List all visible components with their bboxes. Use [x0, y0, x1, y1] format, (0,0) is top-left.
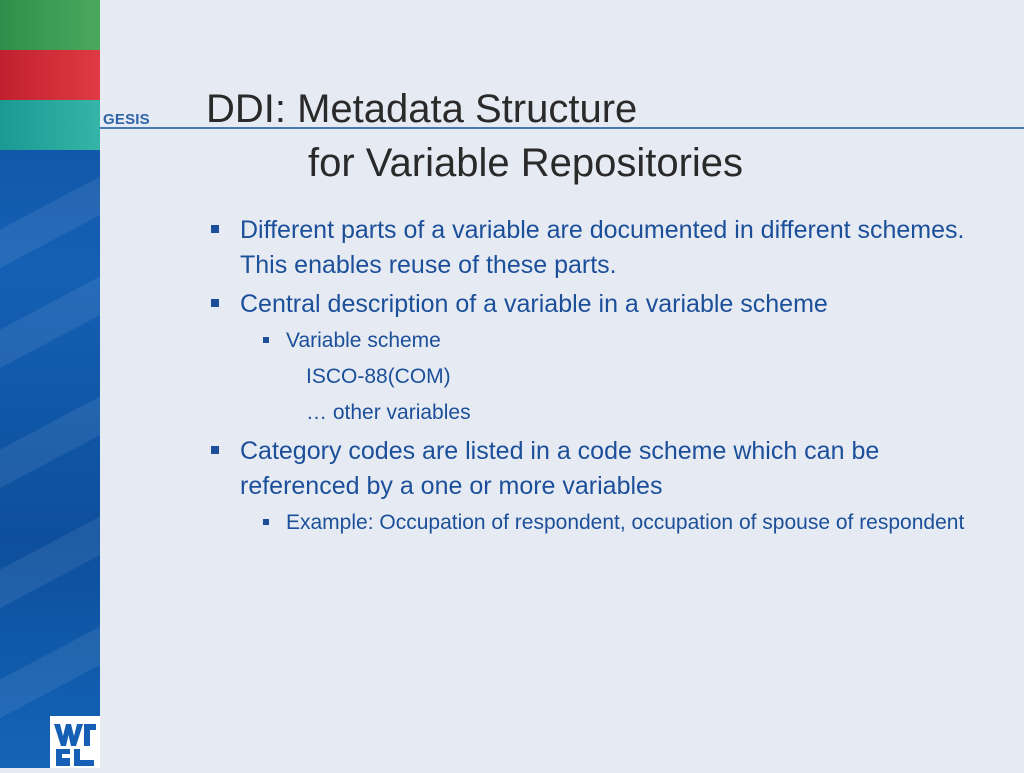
sidebar-decoration	[0, 0, 100, 768]
sub-bullet-item: Example: Occupation of respondent, occup…	[254, 508, 998, 538]
slide-content: Different parts of a variable are docume…	[208, 213, 998, 544]
slide-title-line-1: DDI: Metadata Structure	[206, 87, 638, 131]
teal-color-block	[0, 100, 100, 150]
slide-title: DDI: Metadata Structure for Variable Rep…	[206, 82, 743, 190]
sidebar-stripe	[0, 605, 100, 729]
red-color-block	[0, 50, 100, 100]
green-color-block	[0, 0, 100, 50]
title-underline	[100, 127, 1024, 129]
sidebar-stripe	[0, 255, 100, 379]
bullet-item: Different parts of a variable are docume…	[208, 213, 998, 283]
gesis-logo: GESIS	[103, 111, 150, 128]
sidebar-stripe	[0, 495, 100, 619]
slide-title-line-2: for Variable Repositories	[308, 141, 744, 185]
wgl-logo-icon	[50, 716, 100, 768]
bullet-item: Category codes are listed in a code sche…	[208, 434, 998, 504]
wgl-logo-graphic	[50, 716, 100, 768]
sub-text-item: … other variables	[306, 401, 471, 424]
sidebar-stripe	[0, 155, 100, 279]
bullet-item: Central description of a variable in a v…	[208, 287, 998, 322]
sub-bullet-item: Variable scheme	[254, 326, 998, 356]
sub-text-item: ISCO-88(COM)	[306, 365, 451, 388]
sidebar-stripe	[0, 375, 100, 499]
